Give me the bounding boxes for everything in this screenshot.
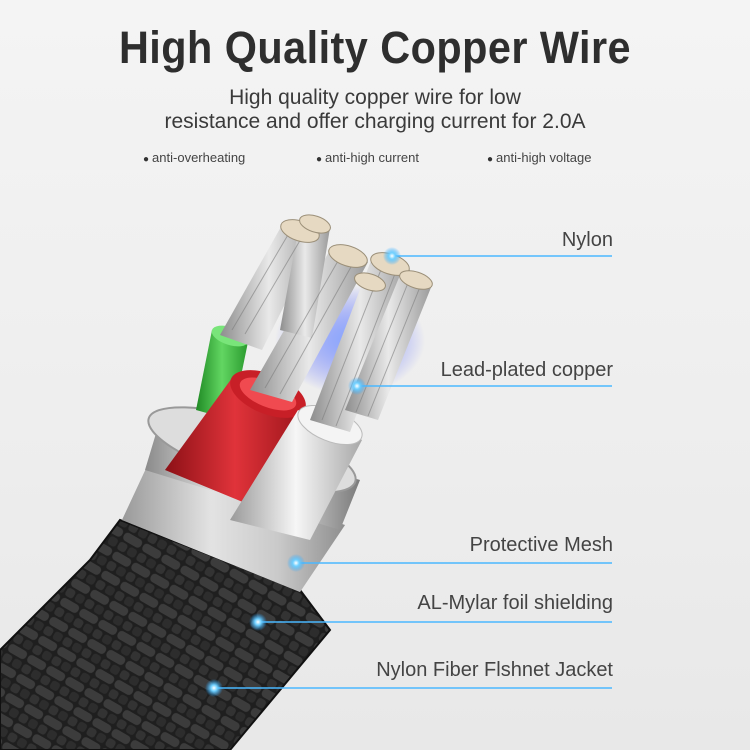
copper-strands bbox=[220, 214, 433, 432]
leader-dot-nylon bbox=[383, 247, 401, 265]
bullet-icon: ● bbox=[487, 154, 494, 165]
callout-label-al-mylar: AL-Mylar foil shielding bbox=[417, 592, 613, 614]
feature-label: anti-high current bbox=[325, 150, 419, 165]
feature-anti-high-current: ●anti-high current bbox=[316, 150, 419, 165]
subtitle-line-1: High quality copper wire for low bbox=[229, 86, 521, 109]
callout-label-nylon-jacket: Nylon Fiber Flshnet Jacket bbox=[376, 659, 613, 681]
callout-label-nylon: Nylon bbox=[561, 229, 613, 251]
feature-label: anti-high voltage bbox=[496, 150, 592, 165]
bullet-icon: ● bbox=[143, 154, 150, 165]
leader-dot-mylar bbox=[249, 613, 267, 631]
callout-label-lead-plated-copper: Lead-plated copper bbox=[440, 359, 613, 381]
page-title: High Quality Copper Wire bbox=[118, 22, 632, 73]
leader-dot-jacket bbox=[205, 679, 223, 697]
callout-leaders bbox=[205, 247, 612, 697]
leader-dot-mesh bbox=[287, 554, 305, 572]
leader-dot-copper bbox=[348, 377, 366, 395]
feature-anti-overheating: ●anti-overheating bbox=[143, 150, 245, 165]
bullet-icon: ● bbox=[316, 154, 323, 165]
feature-label: anti-overheating bbox=[152, 150, 246, 165]
subtitle-line-2: resistance and offer charging current fo… bbox=[164, 110, 586, 133]
feature-anti-high-voltage: ●anti-high voltage bbox=[487, 150, 591, 165]
callout-label-protective-mesh: Protective Mesh bbox=[469, 534, 613, 556]
subtitle: High quality copper wire for low resista… bbox=[0, 86, 750, 134]
